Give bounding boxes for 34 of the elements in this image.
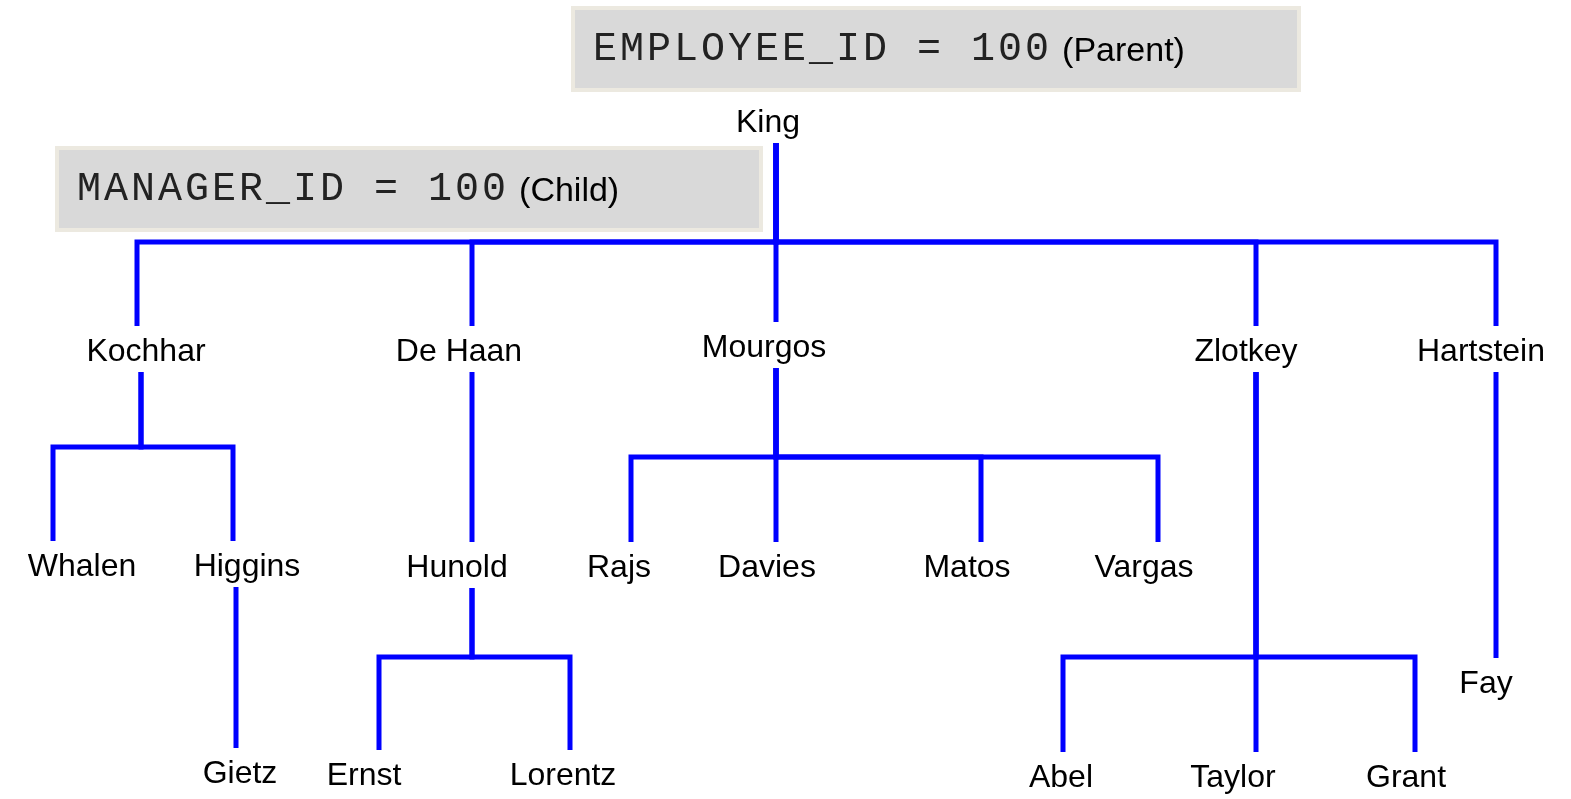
tree-connector xyxy=(469,372,475,542)
employee-name: Hunold xyxy=(402,542,512,588)
employee-name: Zlotkey xyxy=(1190,326,1302,372)
tree-connector xyxy=(233,587,239,748)
condition-box xyxy=(55,146,763,232)
employee-name: Matos xyxy=(919,542,1015,588)
tree-connector xyxy=(469,588,573,750)
employee-name: Whalen xyxy=(23,541,141,587)
employee-name: Rajs xyxy=(583,542,655,588)
employee-name: Hartstein xyxy=(1413,326,1549,372)
tree-connector xyxy=(1493,372,1499,658)
employee-name: Mourgos xyxy=(697,322,831,368)
code-text: MANAGER_ID = 100 xyxy=(77,166,510,212)
role-label: (Child) xyxy=(519,169,620,209)
employee-name: Ernst xyxy=(322,750,406,796)
employee-name: Lorentz xyxy=(505,750,621,796)
employee-name: Taylor xyxy=(1186,752,1280,798)
employee-name: Davies xyxy=(714,542,820,588)
condition-box xyxy=(571,6,1301,92)
tree-connector xyxy=(773,143,1499,326)
employee-name: Fay xyxy=(1455,658,1517,704)
tree-connector xyxy=(138,372,236,541)
employee-name: Kochhar xyxy=(82,326,210,372)
tree-connector xyxy=(1253,372,1418,752)
code-text: EMPLOYEE_ID = 100 xyxy=(593,26,1053,72)
role-label: (Parent) xyxy=(1062,29,1185,69)
employee-name: Abel xyxy=(1025,752,1097,798)
employee-name: King xyxy=(732,97,804,143)
employee-name: Gietz xyxy=(198,748,282,794)
employee-name: Vargas xyxy=(1090,542,1198,588)
employee-name: Grant xyxy=(1362,752,1450,798)
employee-name: De Haan xyxy=(391,326,527,372)
employee-name: Higgins xyxy=(189,541,305,587)
tree-connector xyxy=(773,368,1161,542)
